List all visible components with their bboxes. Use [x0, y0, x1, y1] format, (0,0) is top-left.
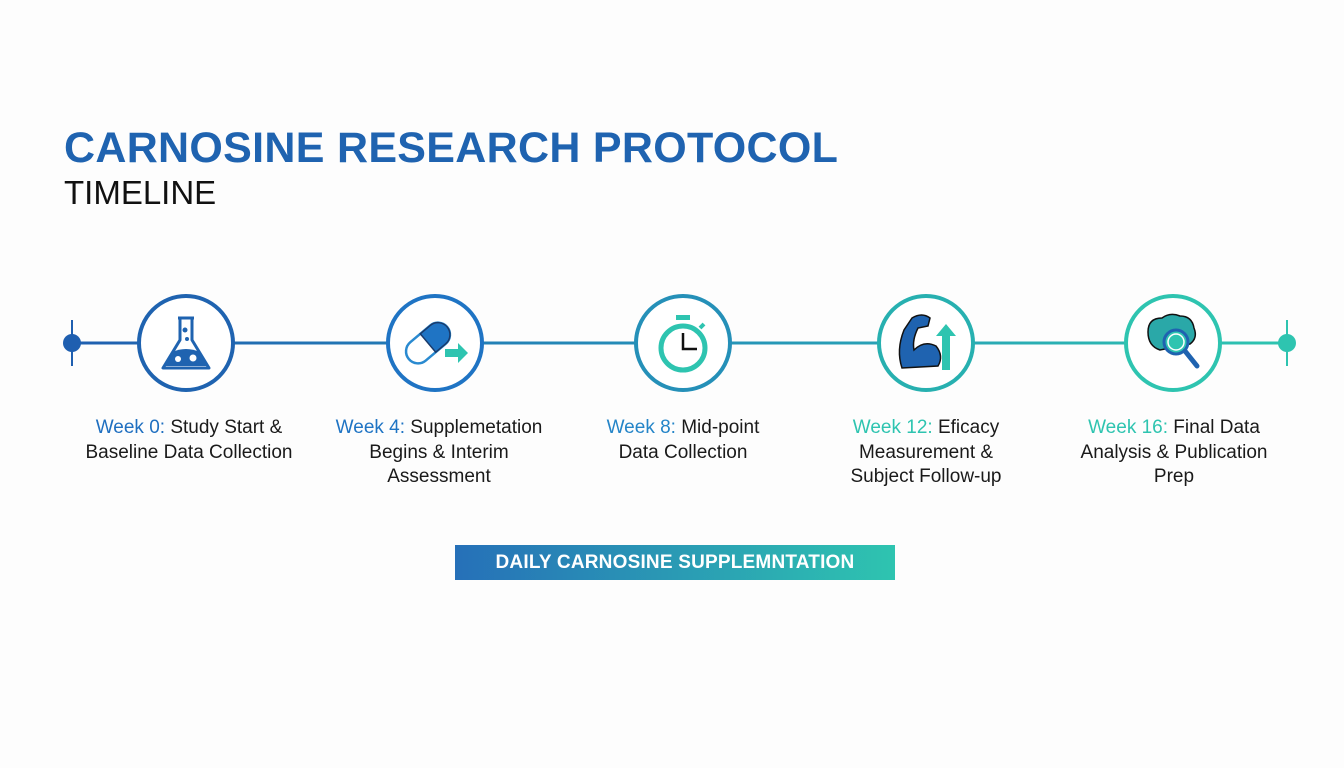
milestone-label-week-16: Week 16: Final Data Analysis & Publicati… [1079, 416, 1269, 490]
milestone-label-week-0: Week 0: Study Start & Baseline Data Coll… [69, 416, 309, 465]
flexed-arm-up-icon [898, 314, 956, 370]
milestone-label-week-8: Week 8: Mid-point Data Collection [593, 416, 773, 465]
milestone-week-12 [877, 294, 975, 392]
week-label: Week 0: [95, 417, 166, 438]
milestone-week-8 [634, 294, 732, 392]
week-label: Week 8: [606, 417, 676, 438]
milestone-label-week-4: Week 4: Supplemetation Begins & Interim … [324, 416, 554, 490]
milestone-label-week-12: Week 12: Eficacy Measurement & Subject F… [836, 416, 1016, 490]
milestone-description: Mid-point Data Collection [618, 417, 760, 463]
week-label: Week 16: [1088, 417, 1169, 438]
milestone-description: Supplemetation Begins & Interim Assessme… [369, 417, 543, 487]
timeline [63, 294, 1296, 392]
flask-icon [161, 316, 211, 370]
supplementation-banner: DAILY CARNOSINE SUPPLEMNTATION [455, 545, 895, 580]
page-title: CARNOSINE RESEARCH PROTOCOL [64, 124, 839, 172]
milestone-description: Study Start & Baseline Data Collection [85, 417, 293, 463]
stopwatch-icon [658, 315, 708, 373]
capsule-arrow-icon [404, 321, 468, 365]
week-label: Week 12: [852, 417, 933, 438]
week-label: Week 4: [335, 417, 406, 438]
milestone-description: Eficacy Measurement & Subject Follow-up [850, 417, 1002, 487]
brain-magnifier-icon [1147, 313, 1200, 369]
timeline-end-marker [1278, 320, 1296, 366]
milestone-week-0 [137, 294, 235, 392]
milestone-week-16 [1124, 294, 1222, 392]
page-subtitle: TIMELINE [64, 174, 217, 211]
milestone-description: Final Data Analysis & Publication Prep [1080, 417, 1268, 487]
milestone-week-4 [386, 294, 484, 392]
timeline-start-marker [63, 320, 81, 366]
